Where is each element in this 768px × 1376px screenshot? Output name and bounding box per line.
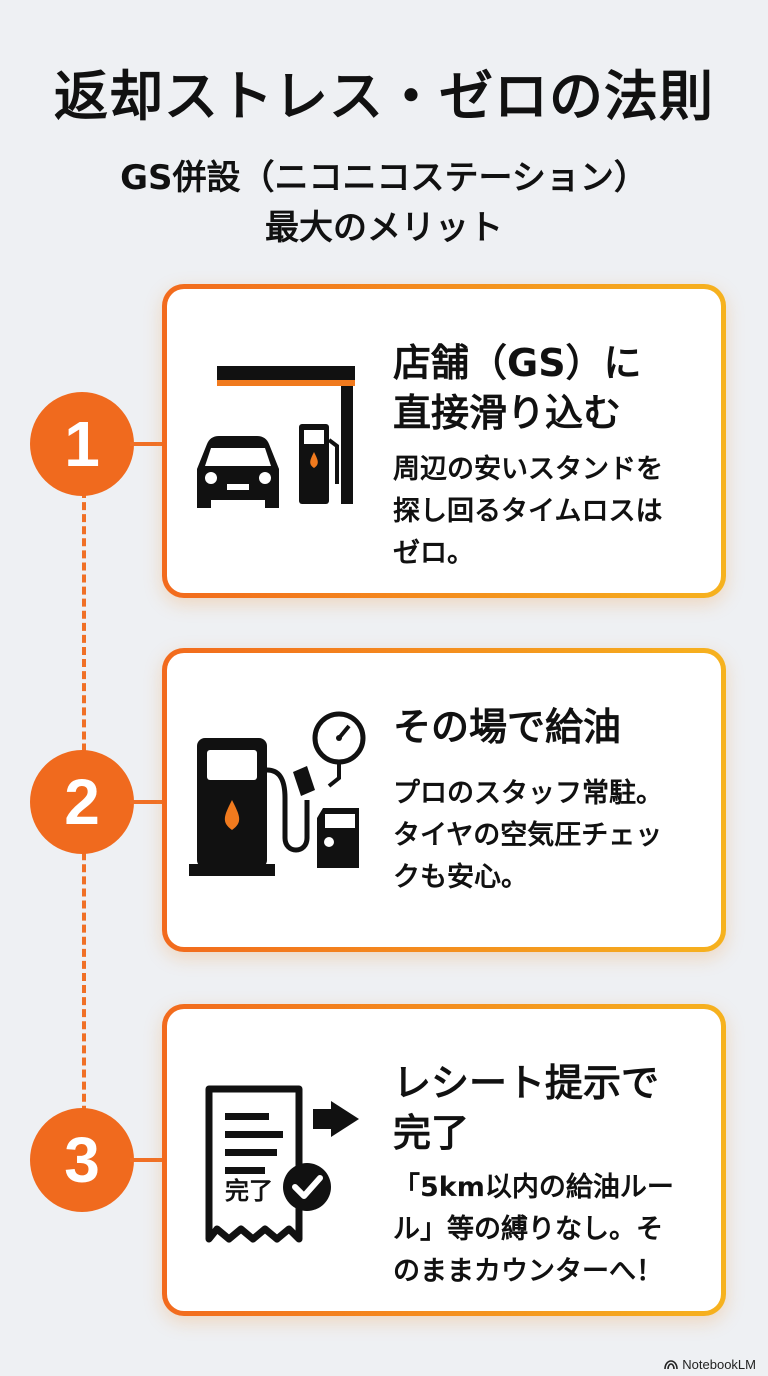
step-3-badge: 3 [30, 1108, 134, 1212]
receipt-icon-label: 完了 [225, 1177, 273, 1205]
page-title: 返却ストレス・ゼロの法則 [54, 65, 714, 128]
step-2-badge: 2 [30, 750, 134, 854]
page-subtitle-line2: 最大のメリット [265, 208, 503, 248]
step-1-body-line3: ゼロ。 [393, 538, 474, 569]
step-1-title-line1: 店舗（GS）に [393, 341, 642, 385]
step-3-title-line2: 完了 [393, 1111, 470, 1155]
step-3-body-line2: ル」等の縛りなし。そ [393, 1214, 663, 1245]
step-1-title-line2: 直接滑り込む [393, 391, 622, 435]
footer-brand-label: NotebookLM [682, 1357, 756, 1372]
receipt-complete-icon [205, 1085, 359, 1243]
step-2-body-line3: クも安心。 [393, 862, 528, 893]
step-1-body-line2: 探し回るタイムロスは [393, 496, 663, 527]
step-2-body-line2: タイヤの空気圧チェッ [393, 820, 663, 851]
step-2-card: その場で給油 プロのスタッフ常駐。 タイヤの空気圧チェッ クも安心。 [162, 648, 726, 952]
step-2-body-line1: プロのスタッフ常駐。 [393, 778, 663, 809]
step-1-card: 店舗（GS）に 直接滑り込む 周辺の安いスタンドを 探し回るタイムロスは ゼロ。 [162, 284, 726, 598]
page-subtitle-line1: GS併設（ニコニコステーション） [120, 158, 648, 198]
step-3-body-line3: のままカウンターへ！ [393, 1256, 663, 1287]
gas-station-car-icon [197, 366, 355, 508]
step-3-body-line1: 「5km以内の給油ルー [393, 1172, 674, 1203]
step-3-title-line1: レシート提示で [393, 1061, 660, 1105]
fuel-pump-gauge-icon [189, 711, 366, 876]
step-1-connector [130, 442, 162, 446]
step-1-badge: 1 [30, 392, 134, 496]
notebooklm-logo-icon [664, 1359, 679, 1369]
step-1-body-line1: 周辺の安いスタンドを [393, 454, 663, 485]
step-2-connector [130, 800, 162, 804]
step-3-connector [130, 1158, 162, 1162]
footer-brand: NotebookLM [664, 1357, 756, 1372]
step-3-card: 完了 レシート提示で 完了 「5km以内の給油ルー ル」等の縛りなし。そ のまま… [162, 1004, 726, 1316]
step-2-title: その場で給油 [393, 705, 622, 749]
